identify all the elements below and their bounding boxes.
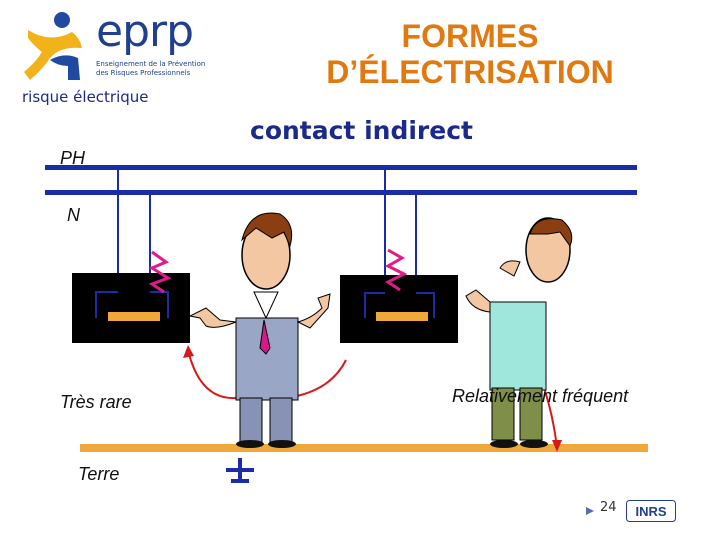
right-person-illustration: [465, 217, 573, 448]
subject-label: risque électrique: [22, 88, 149, 106]
earth-label: Terre: [78, 464, 120, 484]
title-line-1: FORMES: [401, 18, 539, 54]
right-appliance: [340, 168, 458, 343]
logo-tagline: Enseignement de la Prévention des Risque…: [96, 60, 216, 78]
earth-symbol: [226, 458, 254, 483]
earth-bar: [80, 444, 648, 452]
logo-tagline-line-2: des Risques Professionnels: [96, 69, 191, 77]
phase-line: [45, 165, 637, 170]
slide-subtitle: contact indirect: [250, 116, 473, 145]
left-current-arc: [187, 349, 237, 400]
right-case-label: Relativement fréquent: [452, 386, 629, 406]
logo-wordmark: eprp: [96, 6, 194, 57]
left-case-label: Très rare: [60, 392, 132, 412]
logo-tagline-line-1: Enseignement de la Prévention: [96, 60, 206, 68]
neutral-line: [45, 190, 637, 195]
neutral-label: N: [67, 205, 80, 225]
eprp-logo: [22, 12, 88, 82]
slide-title: FORMES D’ÉLECTRISATION: [300, 18, 640, 90]
left-person-illustration: [188, 212, 331, 448]
left-appliance: [72, 168, 190, 343]
title-line-2: D’ÉLECTRISATION: [326, 54, 614, 90]
page-number: 24: [600, 500, 617, 515]
svg-text:INRS: INRS: [635, 504, 666, 519]
inrs-logo: INRS: [626, 500, 676, 522]
phase-label: PH: [60, 148, 86, 168]
bullet-icon: [586, 507, 594, 515]
